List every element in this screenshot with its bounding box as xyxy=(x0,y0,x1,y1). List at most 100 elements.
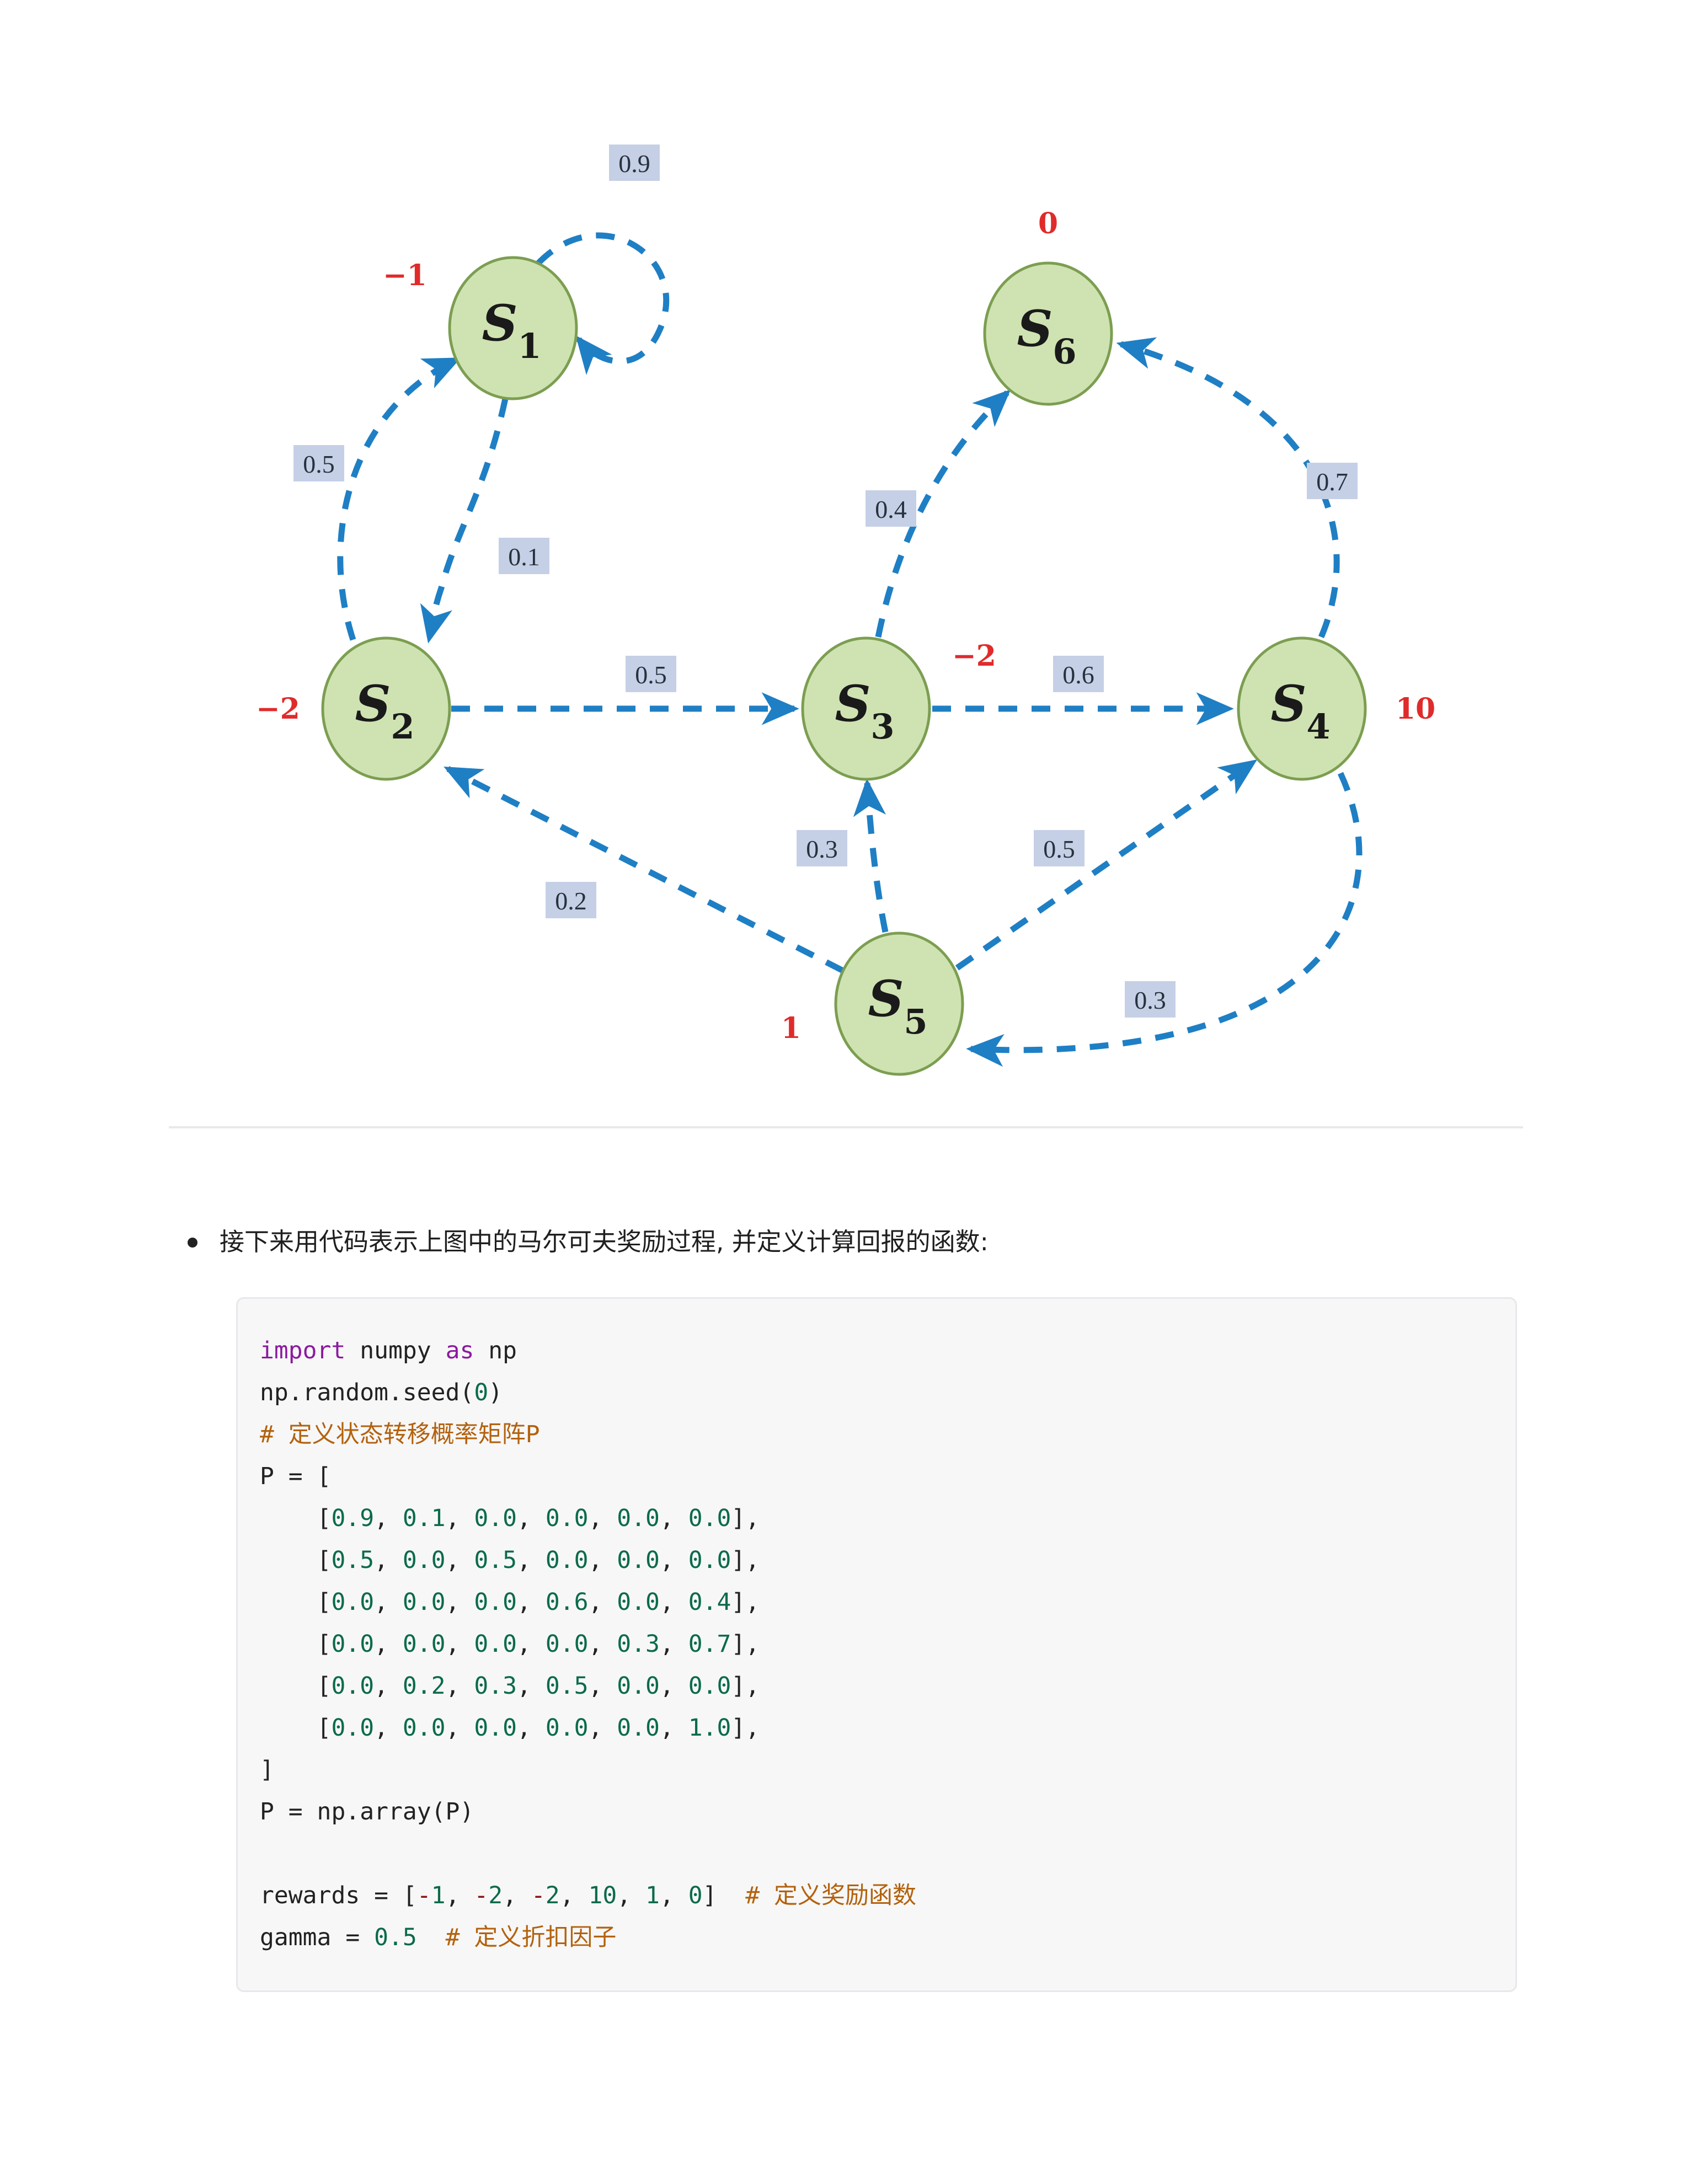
code-block[interactable]: import numpy as np np.random.seed(0) # 定… xyxy=(236,1297,1517,1992)
node-subscript: 6 xyxy=(1053,331,1076,372)
weight-value: 0.3 xyxy=(806,835,838,863)
node-reward-s2: −2 xyxy=(256,692,300,726)
weight-badge-bg xyxy=(293,445,344,481)
code-token: ], xyxy=(731,1546,760,1574)
code-token: , xyxy=(374,1672,403,1700)
code-token: , xyxy=(374,1546,403,1574)
code-token: 0.0 xyxy=(474,1630,517,1658)
code-token: np.random.seed( xyxy=(260,1379,474,1406)
code-token: , xyxy=(374,1630,403,1658)
code-token: , xyxy=(374,1505,403,1532)
section-divider xyxy=(169,1126,1523,1128)
weight-badge-bg xyxy=(797,830,847,866)
code-token: , xyxy=(588,1714,617,1742)
code-token: , xyxy=(588,1630,617,1658)
code-token: 0.5 xyxy=(331,1546,375,1574)
code-content: import numpy as np np.random.seed(0) # 定… xyxy=(260,1330,1515,1958)
code-token: 0.6 xyxy=(545,1588,589,1616)
edge-weight-s3-s6: 0.4 xyxy=(866,490,916,527)
code-token: [ xyxy=(260,1630,332,1658)
code-token: 0.0 xyxy=(474,1714,517,1742)
code-token: 2 xyxy=(545,1882,560,1909)
code-token: 1.0 xyxy=(688,1714,731,1742)
code-token: 0.0 xyxy=(688,1672,731,1700)
node-ellipse xyxy=(801,636,931,781)
code-token: 1 xyxy=(645,1882,660,1909)
code-token: , xyxy=(517,1714,546,1742)
edge-weight-s2-s3: 0.5 xyxy=(626,656,676,692)
code-token: # 定义折扣因子 xyxy=(445,1924,617,1951)
code-token: 0 xyxy=(474,1379,489,1406)
code-token: 0.0 xyxy=(474,1588,517,1616)
weight-value: 0.2 xyxy=(555,887,587,915)
code-token: , xyxy=(445,1505,474,1532)
code-line: [0.5, 0.0, 0.5, 0.0, 0.0, 0.0], xyxy=(260,1546,760,1574)
code-line: P = [ xyxy=(260,1463,331,1490)
code-token: 0.0 xyxy=(688,1505,731,1532)
weight-value: 0.4 xyxy=(875,495,907,523)
weight-value: 0.9 xyxy=(618,149,650,178)
code-token: , xyxy=(659,1546,688,1574)
code-line: [0.0, 0.0, 0.0, 0.0, 0.0, 1.0], xyxy=(260,1714,760,1742)
node-subscript: 5 xyxy=(904,1002,927,1042)
edge-weight-s5-s2: 0.2 xyxy=(546,882,596,918)
code-token: # 定义状态转移概率矩阵P xyxy=(260,1421,540,1448)
code-line: P = np.array(P) xyxy=(260,1798,474,1826)
node-label: S xyxy=(355,675,391,733)
node-ellipse xyxy=(983,261,1113,406)
code-token: [ xyxy=(260,1505,332,1532)
code-token: ] xyxy=(260,1756,274,1784)
code-token: , xyxy=(659,1630,688,1658)
node-ellipse xyxy=(1237,636,1367,781)
node-label: S xyxy=(868,970,904,1028)
code-token: [ xyxy=(260,1714,332,1742)
node-label: S xyxy=(482,294,518,352)
edge-weight-s1-s2: 0.1 xyxy=(499,538,549,574)
code-token: 10 xyxy=(588,1882,617,1909)
node-reward-s4: 10 xyxy=(1396,692,1435,726)
code-token: 0 xyxy=(688,1882,703,1909)
code-token: 0.0 xyxy=(474,1505,517,1532)
weight-badge-bg xyxy=(1307,463,1358,499)
node-subscript: 3 xyxy=(870,706,894,747)
code-token: 0.7 xyxy=(688,1630,731,1658)
code-token: P = np.array(P) xyxy=(260,1798,474,1826)
edge-s5-s3 xyxy=(853,778,889,933)
weight-value: 0.5 xyxy=(303,450,335,478)
code-token: # 定义奖励函数 xyxy=(745,1882,917,1909)
weight-value: 0.3 xyxy=(1134,986,1166,1014)
code-token: ], xyxy=(731,1505,760,1532)
weight-value: 0.1 xyxy=(508,543,540,571)
code-line: gamma = 0.5 # 定义折扣因子 xyxy=(260,1924,616,1951)
code-token: , xyxy=(503,1882,531,1909)
code-line: np.random.seed(0) xyxy=(260,1379,503,1406)
code-token: [ xyxy=(260,1546,332,1574)
code-token: , xyxy=(588,1672,617,1700)
node-ellipse xyxy=(834,932,964,1076)
code-line: ] xyxy=(260,1756,274,1784)
code-token: , xyxy=(517,1630,546,1658)
edge-s3-s6 xyxy=(875,389,1011,638)
code-token: , xyxy=(374,1714,403,1742)
code-token: P = [ xyxy=(260,1463,332,1490)
edge-s4-s6 xyxy=(1116,337,1340,639)
weight-value: 0.7 xyxy=(1316,468,1348,496)
code-line: [0.0, 0.2, 0.3, 0.5, 0.0, 0.0], xyxy=(260,1672,760,1700)
code-token: 0.0 xyxy=(617,1546,660,1574)
code-token: , xyxy=(659,1672,688,1700)
code-token: - xyxy=(416,1882,431,1909)
code-token: , xyxy=(617,1882,646,1909)
code-token: , xyxy=(659,1505,688,1532)
node-subscript: 4 xyxy=(1306,706,1330,747)
weight-badge-bg xyxy=(1053,656,1104,692)
code-token: 0.0 xyxy=(545,1505,589,1532)
